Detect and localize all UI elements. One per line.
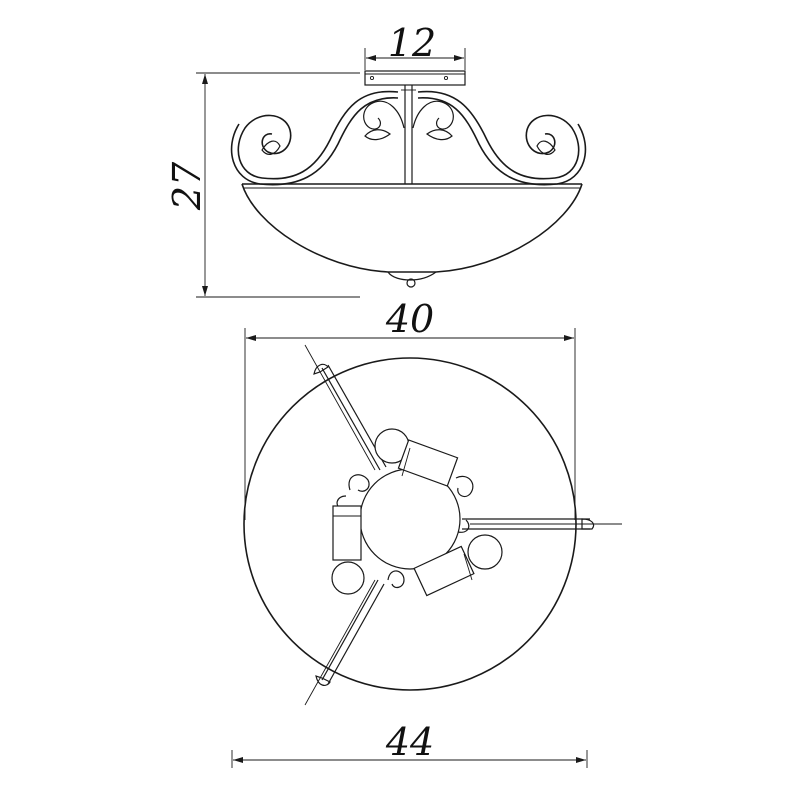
glass-bowl: [241, 183, 583, 288]
ceiling-canopy: [364, 70, 466, 86]
height-dimension: 27: [165, 72, 360, 298]
light-sockets: [331, 428, 503, 597]
top-view: 40: [231, 297, 622, 768]
bowl-diameter-label: 40: [385, 297, 434, 341]
side-view: 12: [165, 21, 587, 298]
canopy-width-dimension: 12: [364, 21, 466, 70]
decorative-scroll-arms: [230, 90, 587, 186]
support-arms: [304, 344, 622, 706]
overall-width-label: 44: [385, 720, 434, 764]
socket-lower-right: [413, 534, 503, 597]
canopy-width-label: 12: [388, 21, 436, 65]
center-scrollwork: [336, 474, 474, 589]
socket-left: [331, 505, 365, 595]
center-rod: [401, 85, 416, 184]
height-label: 27: [165, 161, 209, 211]
socket-upper: [374, 428, 459, 487]
overall-width-dimension: 44: [231, 720, 588, 768]
bowl-diameter-dimension: 40: [244, 297, 576, 520]
